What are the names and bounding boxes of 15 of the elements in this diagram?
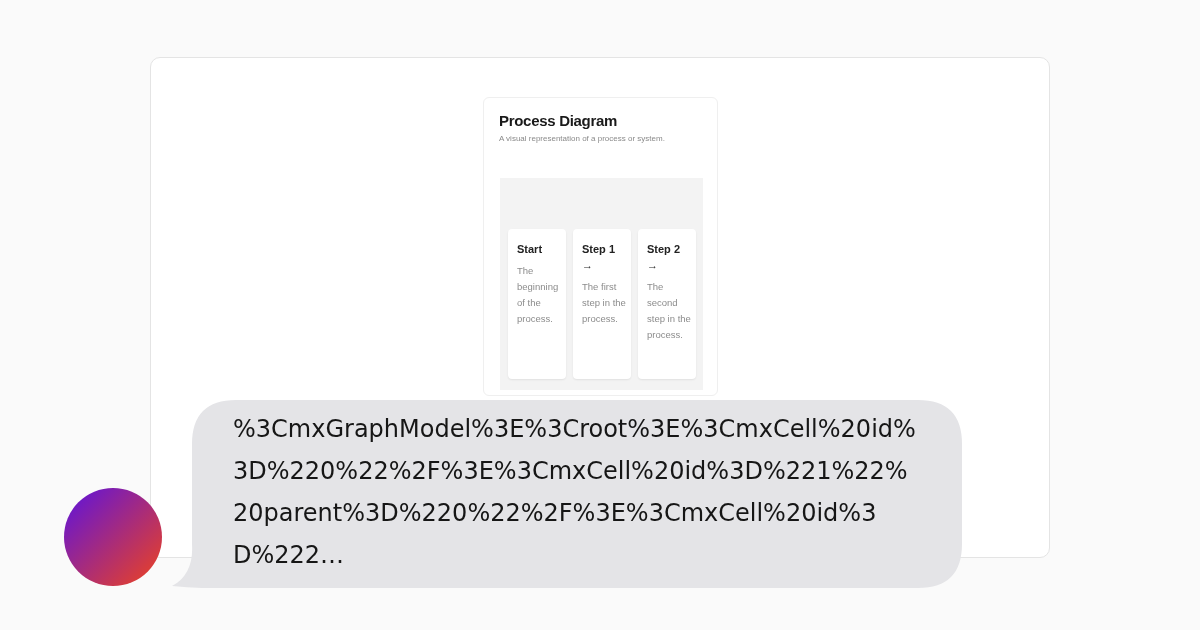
- step-card: [638, 229, 696, 379]
- step-card: [573, 229, 631, 379]
- card-subtitle: A visual representation of a process or system.: [499, 134, 665, 143]
- card: [483, 97, 718, 396]
- message-text: %3CmxGraphModel%3E%3Croot%3E%3CmxCell%20id%3D%220%22%2F%3E%3CmxCell%20id%3D%221%22%20parent%3D%220%22%2F%3E%3CmxCell%20id%3D%222…: [233, 414, 917, 571]
- step-title: Step 1 →: [582, 242, 616, 273]
- diagram-area: [500, 178, 703, 390]
- chat-bubble: [172, 400, 962, 588]
- step-description: The beginning of the process.: [517, 264, 560, 326]
- step-card: [508, 229, 566, 379]
- step-description: The second step in the process.: [647, 280, 691, 342]
- step-description: The first step in the process.: [582, 280, 626, 326]
- step-title: Step 2 →: [647, 242, 681, 273]
- card-title: Process Diagram: [499, 112, 618, 129]
- step-title: Start: [517, 242, 544, 257]
